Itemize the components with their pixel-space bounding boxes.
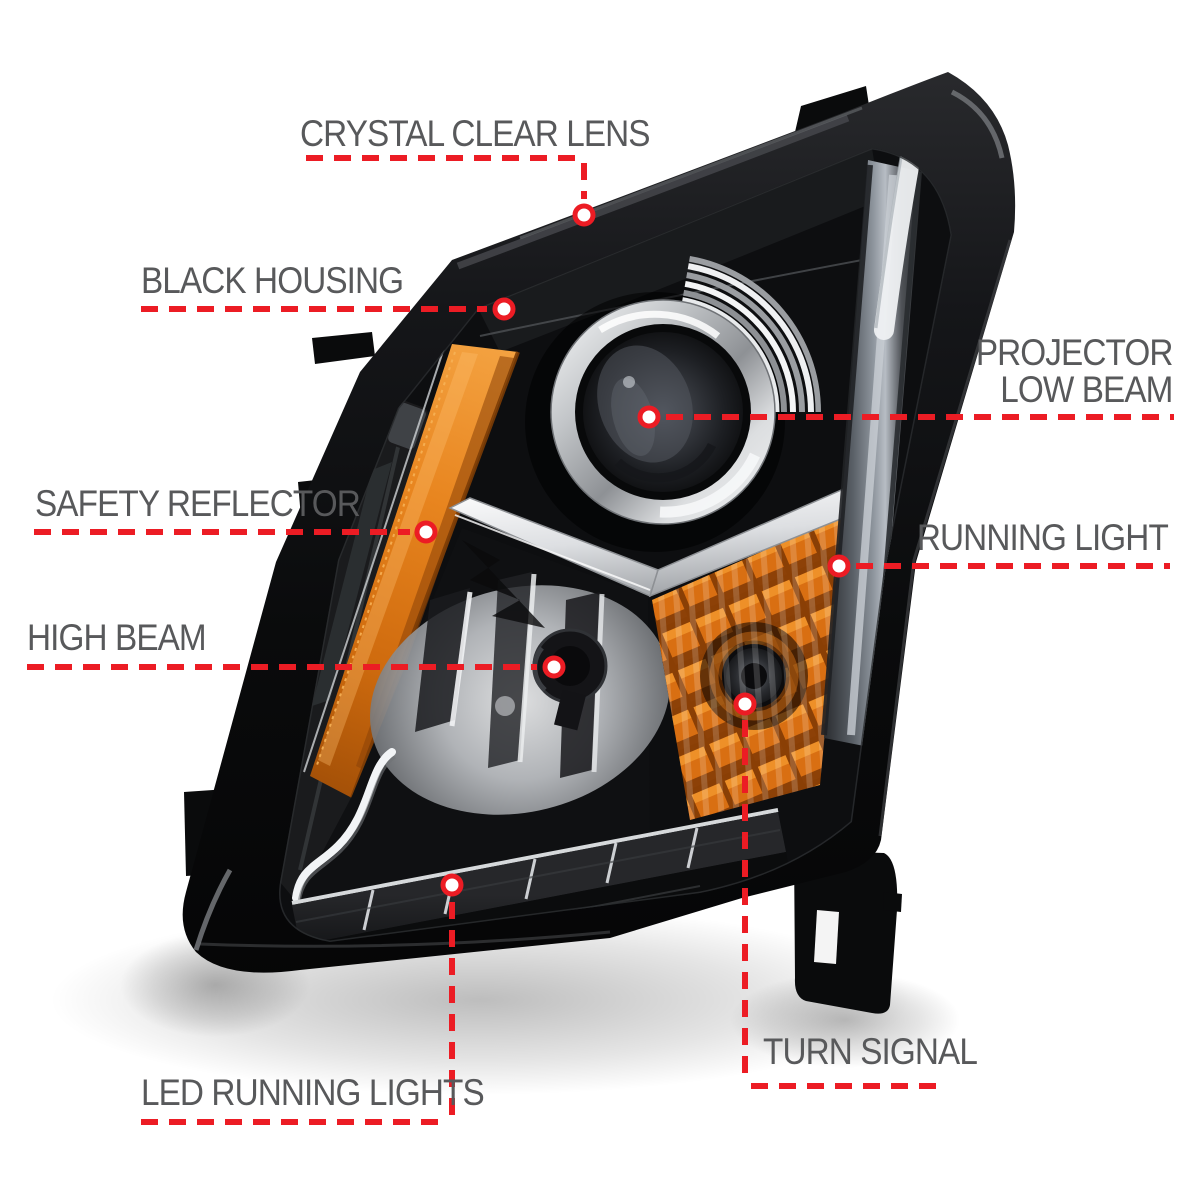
housing-gloss	[193, 89, 1012, 951]
callout-crystal-clear-lens-label: CRYSTAL CLEAR LENS	[300, 113, 651, 154]
callout-high-beam-label: HIGH BEAM	[27, 617, 207, 658]
left-mounting-tab-upper	[312, 332, 375, 364]
callout-high-beam-dot	[542, 655, 566, 679]
lens-seam-line	[479, 251, 906, 337]
callout-turn-signal-label: TURN SIGNAL	[763, 1031, 978, 1072]
top-mounting-tab	[795, 86, 870, 132]
projector-low-beam-assembly	[525, 256, 822, 552]
callout-turn-signal-dot	[733, 692, 757, 716]
callout-projector-low-beam-dot	[637, 405, 661, 429]
callout-crystal-clear-lens-dot	[572, 203, 596, 227]
bottom-right-bracket	[794, 850, 902, 1014]
bracket-peg	[883, 892, 902, 912]
callout-crystal-clear-lens-line	[306, 155, 587, 199]
callout-projector-low-beam-line1: PROJECTOR	[976, 332, 1174, 373]
turn-signal-chamber	[652, 515, 845, 820]
v-chrome-trim	[448, 487, 860, 598]
drl-hook-tube	[292, 748, 396, 902]
callout-projector-low-beam-line2: LOW BEAM	[1000, 369, 1174, 410]
callout-running-light-label: RUNNING LIGHT	[916, 517, 1169, 558]
callout-led-running-lights-line	[141, 902, 455, 1125]
running-light-tube-highlight	[874, 148, 922, 340]
high-beam-chamber	[294, 528, 670, 906]
callout-black-housing-dot	[492, 297, 516, 321]
callout-projector-low-beam-label: PROJECTOR LOW BEAM	[976, 332, 1174, 410]
bracket-slot-hole	[814, 910, 839, 964]
callout-safety-reflector-dot	[414, 520, 438, 544]
callout-turn-signal-line	[742, 720, 946, 1089]
callout-safety-reflector-label: SAFETY REFLECTOR	[35, 483, 361, 524]
callout-led-running-lights-dot	[440, 873, 464, 897]
callout-black-housing-label: BLACK HOUSING	[141, 260, 404, 301]
callout-led-running-lights-label: LED RUNNING LIGHTS	[141, 1072, 485, 1113]
callout-running-light-dot	[827, 554, 851, 578]
